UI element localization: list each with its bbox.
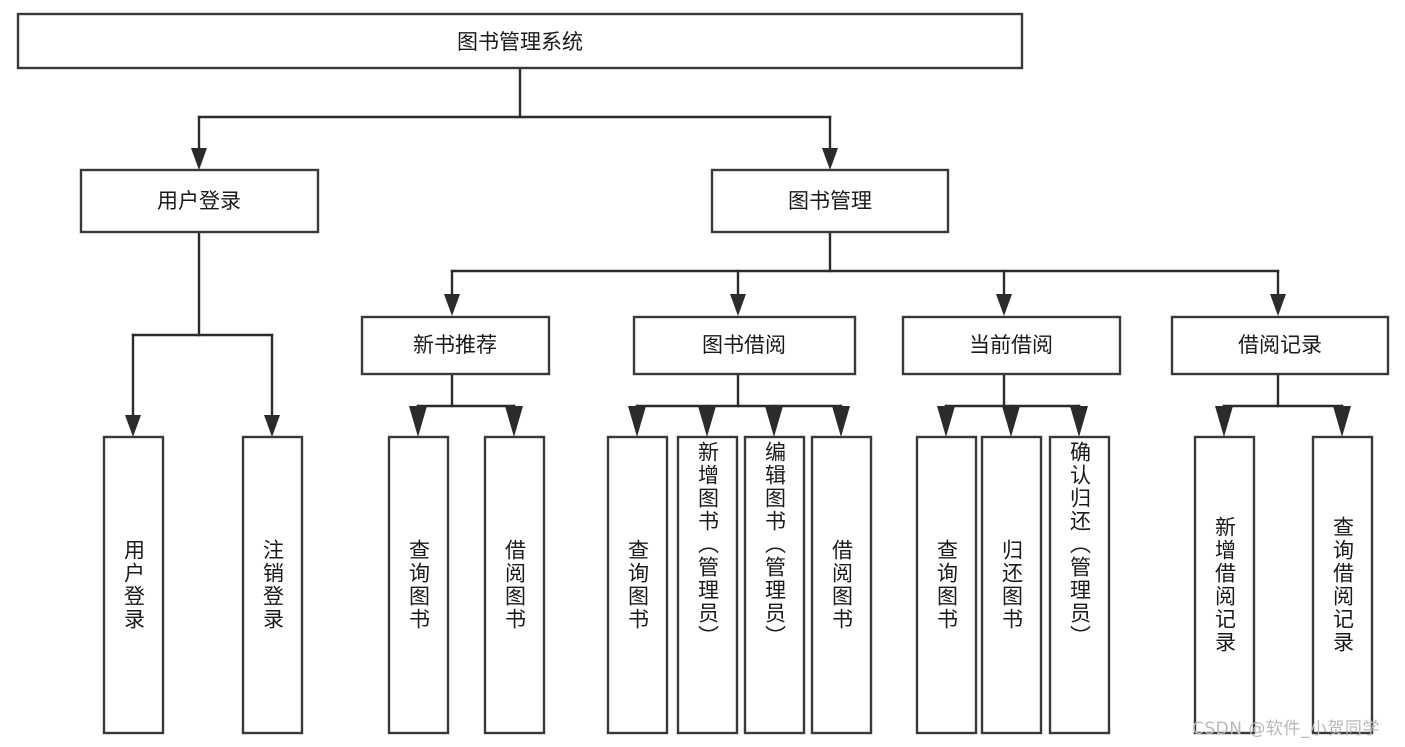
arrow-head-leaf-return-book bbox=[1002, 406, 1020, 437]
connectors-borrow-record-to-leaves bbox=[1215, 372, 1351, 437]
node-root[interactable]: 图书管理系统 bbox=[16, 12, 1024, 70]
arrow-head-leaf-user-login bbox=[125, 415, 141, 437]
arrow-head-leaf-query-book-3 bbox=[937, 406, 955, 437]
node-book-borrow[interactable]: 图书借阅 bbox=[632, 315, 857, 376]
arrow-head-book-management bbox=[822, 148, 838, 170]
node-leaf-query-book-1-box[interactable] bbox=[387, 435, 450, 735]
arrow-head-leaf-borrow-book-1 bbox=[505, 406, 523, 437]
arrow-head-leaf-edit-book bbox=[765, 406, 783, 437]
node-leaf-borrow-book-1-box[interactable] bbox=[483, 435, 546, 735]
node-user-login[interactable]: 用户登录 bbox=[79, 168, 320, 234]
arrow-head-book-borrow bbox=[730, 294, 746, 316]
node-leaf-borrow-book-2-box[interactable] bbox=[810, 435, 873, 735]
node-book-borrow-box[interactable] bbox=[632, 315, 857, 376]
csdn-watermark: CSDN @软件_小贺同学 bbox=[1192, 719, 1380, 739]
node-root-label: 图书管理系统 bbox=[457, 30, 583, 54]
node-borrow-record-box[interactable] bbox=[1170, 315, 1390, 376]
arrow-head-leaf-query-record bbox=[1333, 406, 1351, 437]
node-leaf-add-book-box[interactable] bbox=[676, 435, 739, 735]
arrow-head-leaf-add-record bbox=[1215, 406, 1233, 437]
node-new-book-recommend-box[interactable] bbox=[360, 315, 551, 376]
node-leaf-edit-book-box[interactable] bbox=[743, 435, 806, 735]
node-borrow-record[interactable]: 借阅记录 bbox=[1170, 315, 1390, 376]
node-book-management-box[interactable] bbox=[710, 168, 950, 234]
node-user-login-label: 用户登录 bbox=[157, 189, 241, 213]
node-leaf-logout-login-box[interactable] bbox=[241, 435, 304, 735]
node-current-borrow-box[interactable] bbox=[901, 315, 1122, 376]
connectors-book-borrow-to-leaves bbox=[628, 372, 850, 437]
node-leaf-return-book-box[interactable] bbox=[980, 435, 1043, 735]
arrow-head-leaf-borrow-book-2 bbox=[832, 406, 850, 437]
node-book-management[interactable]: 图书管理 bbox=[710, 168, 950, 234]
arrow-head-leaf-confirm-return bbox=[1070, 406, 1088, 437]
node-leaf-add-record-box[interactable] bbox=[1193, 435, 1256, 735]
arrow-head-new-book-recommend bbox=[444, 294, 460, 316]
arrow-head-user-login bbox=[191, 148, 207, 170]
node-book-management-label: 图书管理 bbox=[788, 189, 872, 213]
node-leaf-query-record-box[interactable] bbox=[1311, 435, 1374, 735]
connectors-book-management-to-level3 bbox=[444, 230, 1286, 316]
node-new-book-recommend[interactable]: 新书推荐 bbox=[360, 315, 551, 376]
node-leaf-confirm-return-box[interactable] bbox=[1048, 435, 1111, 735]
node-leaf-query-book-2-box[interactable] bbox=[606, 435, 669, 735]
connectors-new-book-recommend-to-leaves bbox=[409, 372, 523, 437]
node-new-book-recommend-label: 新书推荐 bbox=[413, 333, 497, 357]
arrow-head-leaf-add-book bbox=[698, 406, 716, 437]
connectors-root-to-level2 bbox=[191, 66, 838, 170]
arrow-head-borrow-record bbox=[1270, 294, 1286, 316]
connectors-user-login-to-leaves bbox=[125, 230, 280, 437]
node-leaf-user-login-box[interactable] bbox=[102, 435, 165, 735]
arrow-head-leaf-query-book-2 bbox=[628, 406, 646, 437]
arrow-head-leaf-query-book-1 bbox=[409, 406, 427, 437]
node-leaf-query-book-3-box[interactable] bbox=[915, 435, 978, 735]
node-user-login-box[interactable] bbox=[79, 168, 320, 234]
node-book-borrow-label: 图书借阅 bbox=[702, 333, 786, 357]
leaf-boxes bbox=[102, 435, 1374, 735]
node-root-box[interactable] bbox=[16, 12, 1024, 70]
connectors-current-borrow-to-leaves bbox=[937, 372, 1088, 437]
node-current-borrow-label: 当前借阅 bbox=[969, 333, 1053, 357]
arrow-head-leaf-logout-login bbox=[264, 415, 280, 437]
arrow-head-current-borrow bbox=[996, 294, 1012, 316]
node-current-borrow[interactable]: 当前借阅 bbox=[901, 315, 1122, 376]
node-borrow-record-label: 借阅记录 bbox=[1238, 333, 1322, 357]
